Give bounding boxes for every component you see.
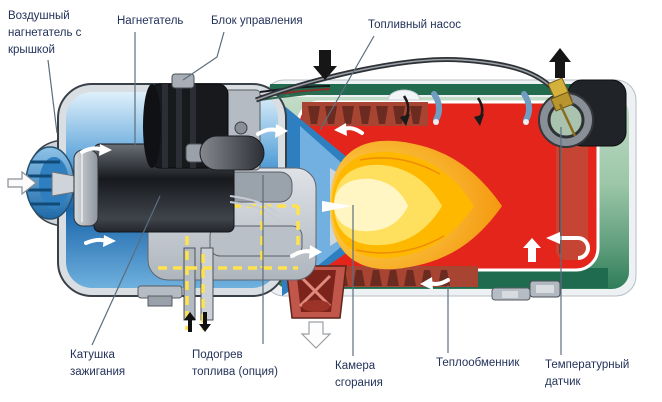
temperature-sensor (529, 280, 561, 298)
mounting-foot-left (137, 285, 183, 307)
label-combustion-chamber: Камера сгорания (335, 360, 383, 389)
air-intake-arrow-icon (7, 170, 37, 196)
mounting-foot-right (491, 287, 531, 301)
fuel-line (255, 57, 554, 103)
gas-uturn-arrow-icon (523, 232, 590, 262)
temperature-sensor-fitting (538, 77, 594, 148)
exhaust-down-arrow-icon (300, 321, 332, 349)
label-temp-sensor: Температурный датчик (545, 359, 630, 388)
leader-lines (47, 31, 562, 356)
bottom-fins (330, 266, 478, 287)
sensor-up-arrow-icon (549, 48, 571, 78)
fuel-line-grommet (387, 89, 421, 101)
label-blower: Нагнетатель (117, 15, 184, 27)
label-air-blower: Воздушный нагнетатель с крышкой (8, 10, 82, 56)
fuel-in-down-arrow-icon (313, 50, 337, 80)
fuel-pipe-down-arrow-icon (199, 312, 211, 332)
label-heat-exchanger: Теплообменник (436, 357, 520, 369)
airflow-arrow-icon (80, 123, 450, 290)
label-ignition-coil: Катушка зажигания (70, 349, 126, 378)
fuel-pipe-up-arrow-icon (184, 312, 196, 332)
ignition-coil (185, 135, 265, 171)
label-fuel-pump: Топливный насос (368, 19, 461, 31)
label-control-unit: Блок управления (211, 15, 303, 27)
label-fuel-preheat: Подогрев топлива (опция) (192, 349, 278, 378)
combustion-flame (322, 140, 502, 270)
fin-airflow-hook-icon (400, 91, 532, 126)
